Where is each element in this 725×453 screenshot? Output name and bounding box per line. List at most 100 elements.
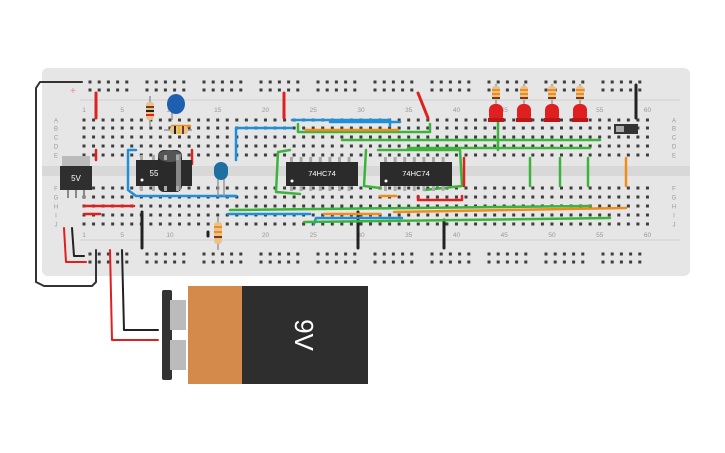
hole	[92, 222, 96, 226]
rail-hole	[344, 260, 348, 264]
hole	[158, 144, 162, 148]
rail-hole	[562, 88, 566, 92]
rail-hole	[268, 88, 272, 92]
hole	[263, 204, 267, 208]
hole	[474, 126, 478, 130]
hole	[540, 186, 544, 190]
rail-hole	[125, 80, 129, 84]
rail-hole	[382, 80, 386, 84]
hole	[101, 213, 105, 217]
hole	[636, 186, 640, 190]
hole	[636, 118, 640, 122]
column-numbers-bottom: 151015202530354045505560	[82, 232, 651, 239]
hole	[636, 195, 640, 199]
hole	[617, 153, 621, 157]
rail-hole	[268, 80, 272, 84]
slide-switch[interactable]	[614, 124, 638, 134]
rail-hole	[230, 88, 234, 92]
chip-pin	[347, 157, 351, 162]
hole	[617, 186, 621, 190]
chip-pin	[176, 155, 179, 160]
hole	[216, 204, 220, 208]
rail-hole	[211, 80, 215, 84]
rail-hole	[572, 88, 576, 92]
hole	[550, 135, 554, 139]
rail-hole	[487, 252, 491, 256]
hole	[92, 126, 96, 130]
column-number: 25	[310, 107, 318, 114]
hole	[426, 153, 430, 157]
hole	[254, 118, 258, 122]
hole	[521, 186, 525, 190]
hole	[464, 144, 468, 148]
hole	[474, 222, 478, 226]
rail-hole	[448, 88, 452, 92]
hole	[645, 144, 649, 148]
hole	[388, 213, 392, 217]
hole	[388, 144, 392, 148]
row-letter: J	[55, 223, 58, 229]
hole	[454, 135, 458, 139]
hole	[139, 204, 143, 208]
hole	[311, 126, 315, 130]
hole	[244, 135, 248, 139]
hole	[340, 204, 344, 208]
rail-hole	[145, 252, 149, 256]
hole	[206, 153, 210, 157]
hole	[474, 118, 478, 122]
hole	[435, 126, 439, 130]
rail-hole	[562, 260, 566, 264]
hole	[426, 222, 430, 226]
red-led-array	[488, 84, 588, 122]
hole	[130, 144, 134, 148]
hole	[512, 144, 516, 148]
hole	[579, 186, 583, 190]
rail-hole	[467, 80, 471, 84]
rail-hole	[515, 252, 519, 256]
rail-hole	[296, 252, 300, 256]
hole	[197, 126, 201, 130]
hole	[92, 118, 96, 122]
hole	[588, 144, 592, 148]
hole	[349, 144, 353, 148]
hole	[454, 213, 458, 217]
column-number: 55	[596, 232, 604, 239]
rail-hole	[496, 260, 500, 264]
chip-pin	[309, 157, 313, 162]
hole	[139, 144, 143, 148]
rail-hole	[182, 252, 186, 256]
hole	[426, 213, 430, 217]
rail-hole	[296, 88, 300, 92]
chip-pin	[412, 157, 416, 162]
hole	[273, 204, 277, 208]
hole	[283, 153, 287, 157]
hole	[340, 144, 344, 148]
hole	[330, 153, 334, 157]
hole	[407, 222, 411, 226]
red-led	[544, 84, 560, 122]
resistor-horizontal	[164, 126, 192, 134]
column-number: 10	[166, 232, 174, 239]
hole	[206, 186, 210, 190]
hole	[560, 144, 563, 148]
hole	[454, 222, 458, 226]
hole	[197, 213, 201, 217]
hole	[540, 118, 544, 122]
hole	[359, 126, 363, 130]
rail-hole	[401, 260, 405, 264]
chip-pin	[422, 157, 426, 162]
row-letter: I	[673, 214, 675, 220]
hole	[225, 135, 229, 139]
hole	[407, 144, 411, 148]
hole	[454, 144, 458, 148]
hole	[244, 222, 248, 226]
hole	[598, 153, 602, 157]
hole	[445, 135, 449, 139]
hole	[540, 144, 544, 148]
battery-9v: 9V	[162, 286, 368, 384]
hole	[579, 222, 583, 226]
hole	[397, 144, 401, 148]
hole	[474, 195, 478, 199]
hole	[302, 126, 306, 130]
rail-hole	[259, 88, 263, 92]
